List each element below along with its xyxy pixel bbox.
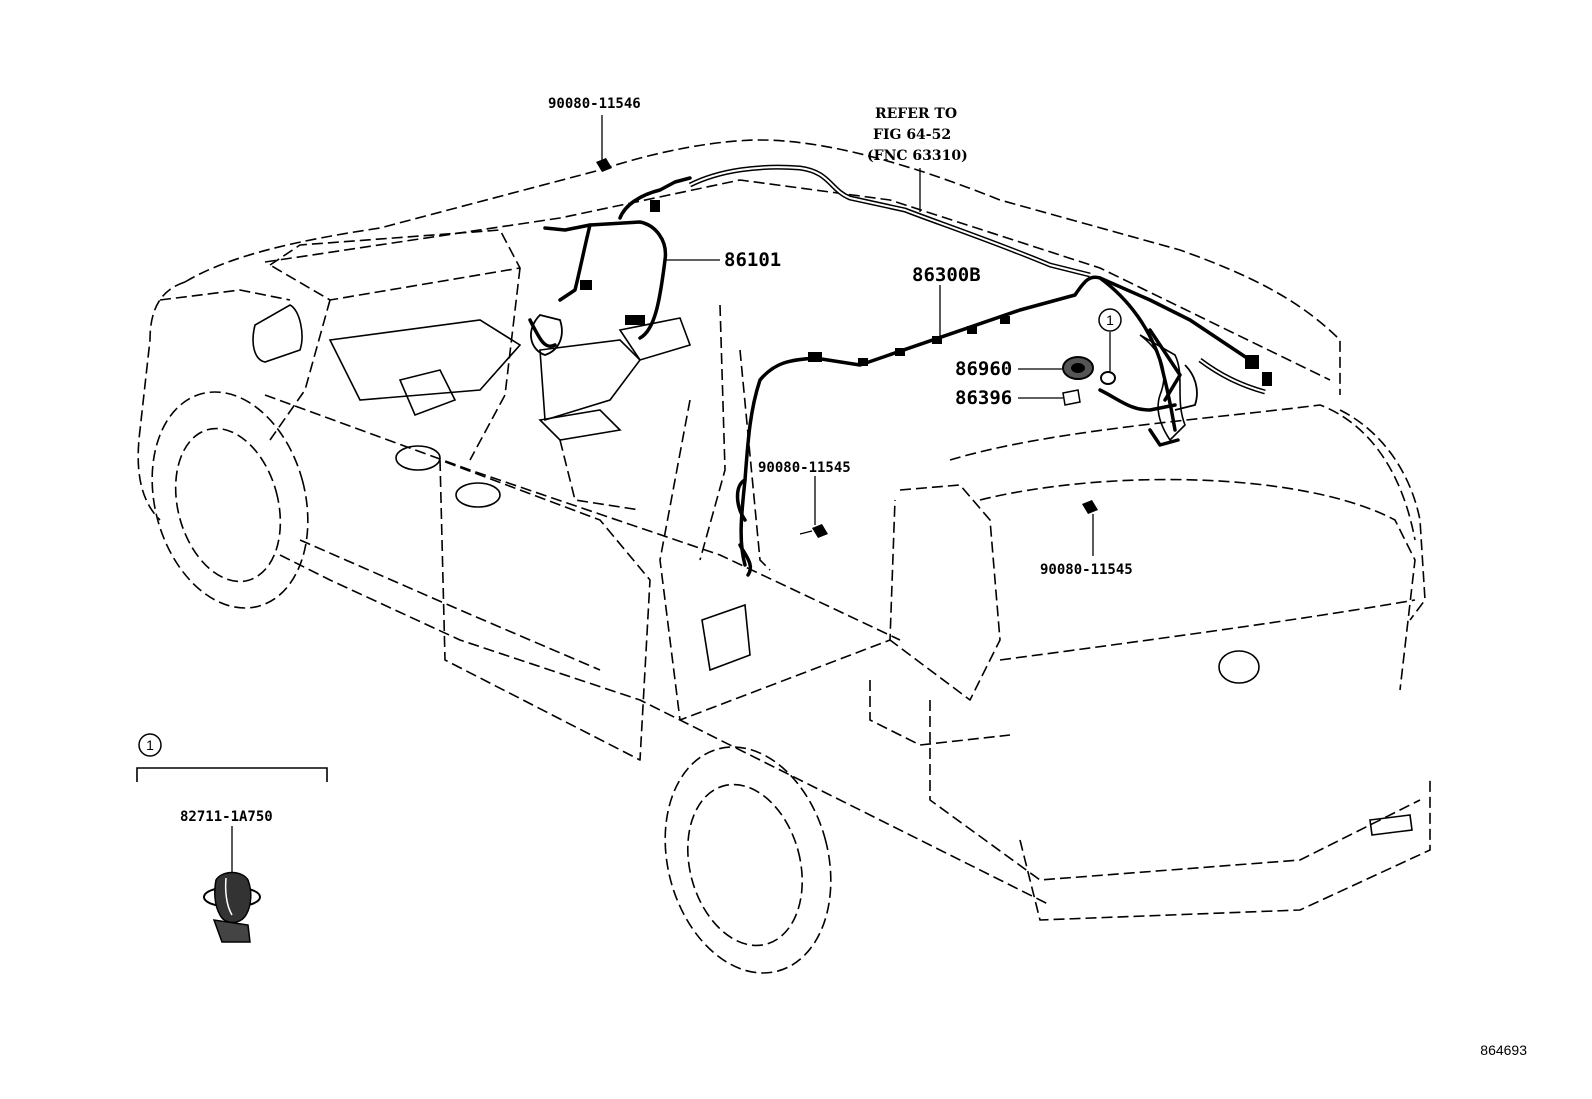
front-harness-86101	[528, 176, 692, 356]
connector-callout-1	[1100, 371, 1116, 385]
bolt-rear-icon	[1082, 500, 1098, 514]
speaker-86960	[1062, 356, 1094, 380]
label-harness-roof: 86300B	[912, 264, 981, 286]
connector-82711-icon	[203, 871, 261, 943]
leader-lines	[231, 115, 1111, 875]
callout-number: 1	[1106, 312, 1114, 328]
bolt-top-icon	[596, 158, 612, 172]
detail-inset-1: 1 82711-1A750	[136, 733, 328, 943]
vehicle-body-outline	[137, 139, 1431, 974]
label-bolt-rear: 90080-11545	[1040, 562, 1133, 578]
label-harness-front: 86101	[724, 249, 781, 271]
label-refer-line3: (FNC 63310)	[867, 148, 968, 164]
diagram-id: 864693	[1480, 1042, 1527, 1058]
roof-harness-86300b	[735, 275, 1272, 577]
detail-number: 1	[146, 737, 154, 753]
label-clamp: 86396	[955, 387, 1012, 409]
label-speaker: 86960	[955, 358, 1012, 380]
bolt-mid-icon	[799, 524, 828, 538]
label-refer-line2: FIG 64-52	[873, 127, 951, 143]
callout-marker-1: 1	[1098, 308, 1122, 332]
antenna-cable	[688, 164, 1266, 395]
label-detail-part: 82711-1A750	[180, 809, 273, 825]
label-bolt-mid: 90080-11545	[758, 460, 851, 476]
label-refer-line1: REFER TO	[875, 106, 957, 122]
label-bolt-top: 90080-11546	[548, 96, 641, 112]
clamp-86396	[1062, 389, 1081, 406]
